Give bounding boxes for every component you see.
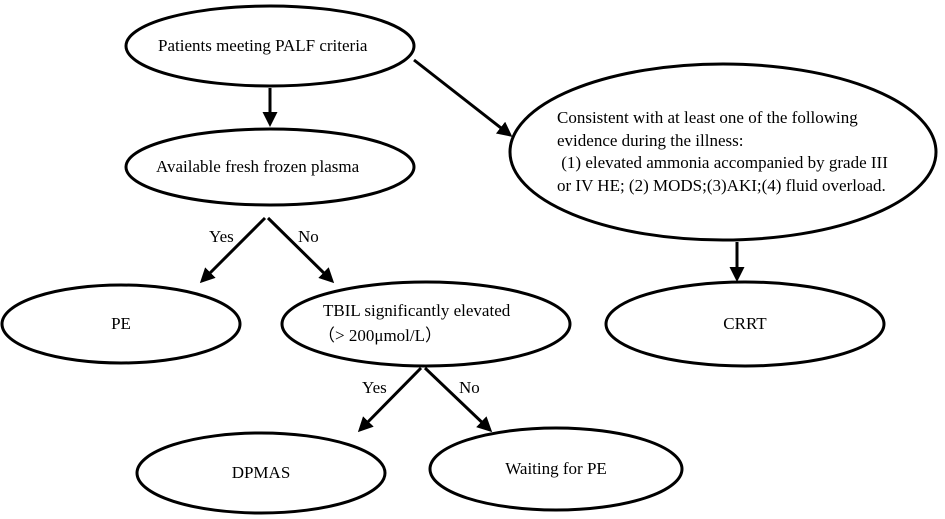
crrt-label: CRRT <box>723 314 767 333</box>
edge-ffp-to-pe <box>199 216 267 284</box>
edge-label-ffp-no: No <box>298 227 319 246</box>
evidence-label-line1: Consistent with at least one of the foll… <box>557 108 858 127</box>
node-evidence <box>508 62 938 242</box>
node-pe <box>0 283 242 365</box>
node-dpmas <box>135 431 387 515</box>
node-tbil <box>280 280 572 368</box>
edge-tbil-to-waiting <box>423 366 493 433</box>
evidence-label-line3: (1) elevated ammonia accompanied by grad… <box>557 153 888 172</box>
tbil-label-line2: （> 200μmol/L） <box>318 326 443 345</box>
dpmas-label: DPMAS <box>231 463 291 482</box>
waiting-label: Waiting for PE <box>505 459 607 478</box>
node-palf <box>124 4 416 88</box>
pe-label: PE <box>111 314 131 333</box>
edge-ffp-to-tbil <box>266 216 335 284</box>
edge-palf-to-evidence <box>413 58 513 137</box>
node-fresh-frozen-plasma <box>124 127 416 207</box>
edge-label-ffp-yes: Yes <box>209 227 234 246</box>
evidence-label-line4: or IV HE; (2) MODS;(3)AKI;(4) fluid over… <box>557 176 886 195</box>
ffp-label: Available fresh frozen plasma <box>156 157 360 176</box>
edge-label-tbil-yes: Yes <box>362 378 387 397</box>
node-crrt <box>604 280 886 368</box>
evidence-label-line2: evidence during the illness: <box>557 131 744 150</box>
tbil-label-line1: TBIL significantly elevated <box>323 301 511 320</box>
node-waiting-for-pe <box>428 426 684 512</box>
edge-tbil-to-dpmas <box>357 366 423 433</box>
palf-label: Patients meeting PALF criteria <box>158 36 368 55</box>
edge-label-tbil-no: No <box>459 378 480 397</box>
